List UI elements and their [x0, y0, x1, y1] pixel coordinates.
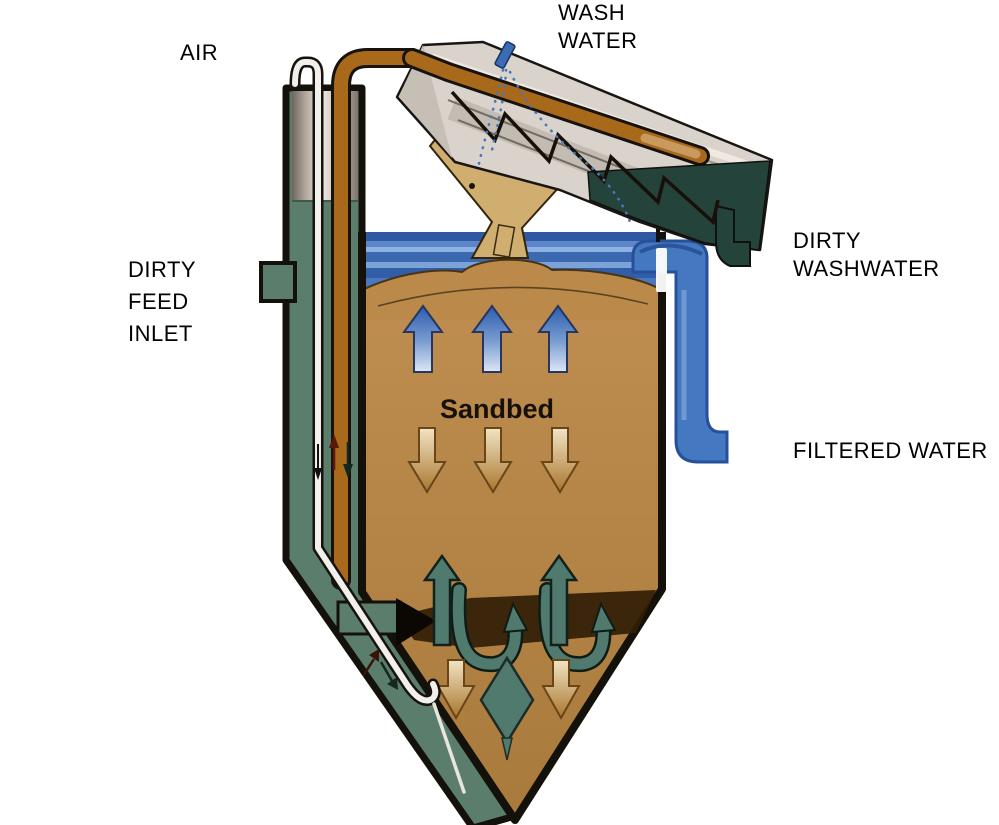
dirty-feed-inlet-pipe: [259, 261, 297, 303]
wash-water-spray-dots: [476, 68, 632, 224]
sand-washer-assembly: [395, 40, 774, 267]
water-up-arrows: [402, 304, 579, 373]
down-arrow-icon: [473, 427, 513, 494]
sand-surface-line: [362, 258, 662, 291]
dirty-feed-inlet-label-line2: FEED: [128, 289, 189, 314]
pipe-flow-arrows: [314, 434, 398, 690]
sand-down-arrows: [407, 427, 580, 494]
dirty-washwater-label-line2: WASHWATER: [793, 256, 940, 281]
housing-left-face: [399, 45, 452, 158]
down-arrow-icon: [541, 659, 581, 721]
down-arrow-icon: [540, 427, 580, 494]
wash-water-label-line1: WASH: [558, 0, 625, 25]
dirty-washwater-spout: [715, 204, 751, 267]
sand-recycle-diamond: [479, 655, 535, 761]
funnel-throat: [492, 223, 516, 259]
airlift-discharge: [402, 48, 710, 166]
recirculation-hook-arrows: [450, 582, 617, 673]
sand-contour-line: [377, 286, 649, 307]
up-arrow-icon: [402, 304, 444, 373]
overflow-weir-gap: [656, 248, 667, 292]
dirty-washwater-label-line1: DIRTY: [793, 228, 861, 253]
filtered-water-pipe: [631, 212, 729, 464]
wash-water-label-line2: WATER: [558, 28, 638, 53]
sand-surface: [362, 259, 662, 320]
feed-arrowhead-icon: [396, 598, 436, 646]
up-arrow-icon: [422, 553, 462, 647]
up-arrow-icon: [539, 553, 579, 647]
air-line-pipe: [289, 56, 466, 794]
tank-walls: [358, 232, 666, 824]
cone-sand-down-arrows: [436, 659, 581, 721]
down-arrow-icon: [436, 659, 476, 721]
dirty-feed-inlet-label-line3: INLET: [128, 321, 193, 346]
sandbed-label: Sandbed: [440, 394, 554, 424]
up-arrow-icon: [537, 304, 579, 373]
wash-water-nozzle: [494, 41, 516, 69]
up-arrow-icon: [471, 304, 513, 373]
diagram-labels: AIR WASH WATER DIRTY FEED INLET DIRTY WA…: [128, 0, 988, 463]
wash-up-arrows: [422, 553, 579, 647]
dirty-feed-inlet-label-line1: DIRTY: [128, 257, 196, 282]
air-label: AIR: [180, 40, 218, 65]
sand-body: [362, 232, 662, 820]
feed-distribution-zone: [336, 553, 656, 761]
filtered-water-label: FILTERED WATER: [793, 438, 988, 463]
air-line-tail: [432, 702, 466, 794]
down-arrow-icon: [407, 427, 447, 494]
funnel-pivot-dot: [469, 183, 475, 189]
